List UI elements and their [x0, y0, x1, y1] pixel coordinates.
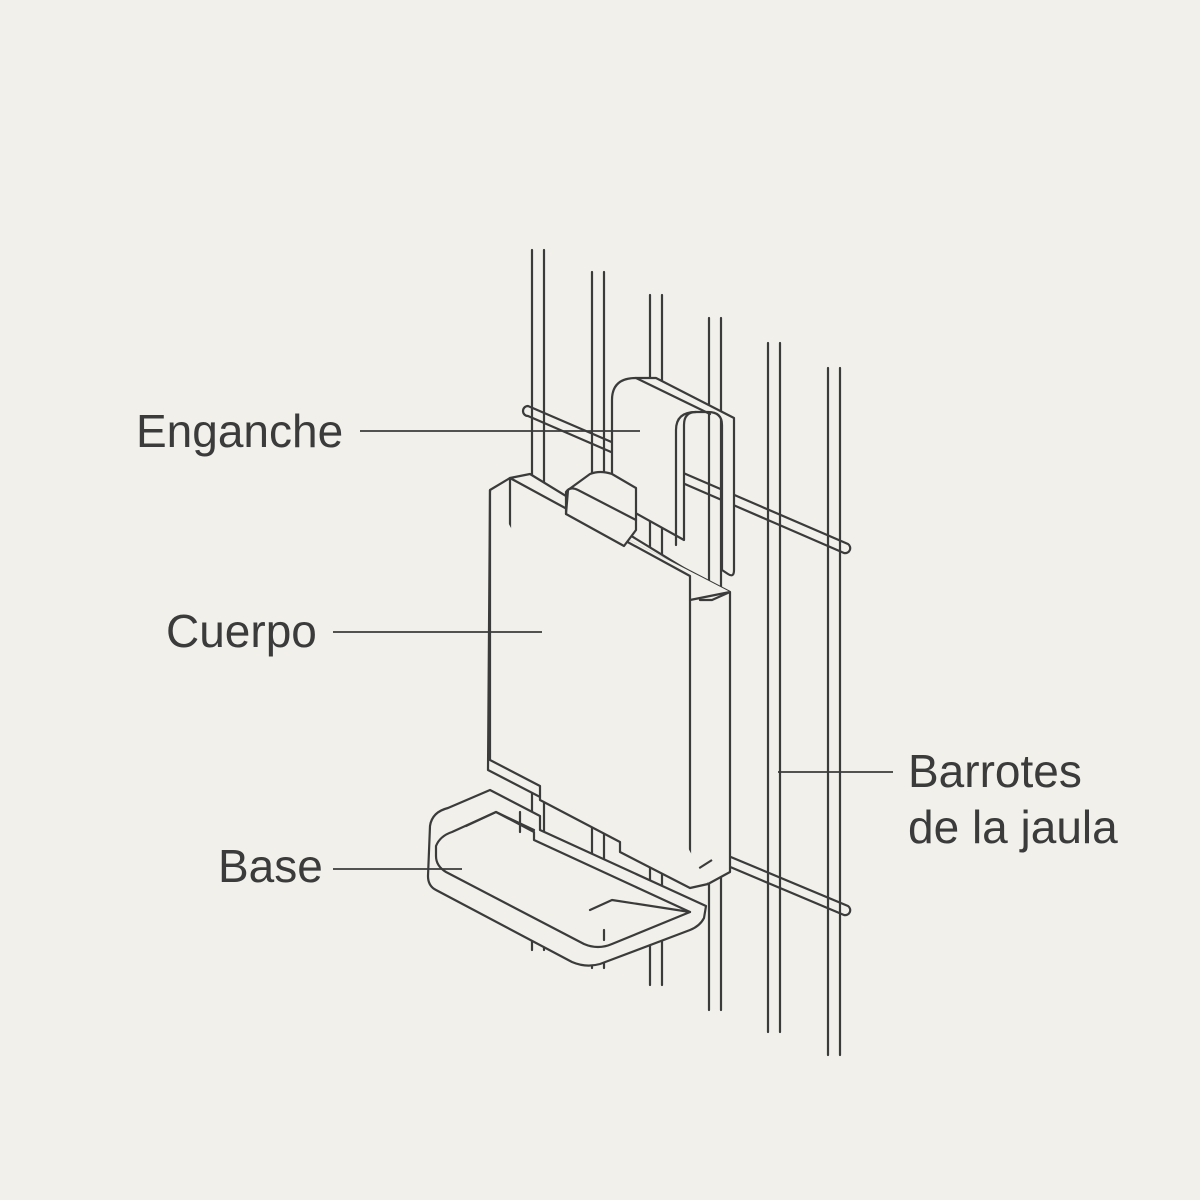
- label-cage-bars-line1: Barrotes: [908, 745, 1082, 797]
- label-body: Cuerpo: [166, 605, 317, 657]
- cage-crossbars: [521, 404, 852, 917]
- label-base: Base: [218, 840, 323, 892]
- base-part: [426, 788, 708, 967]
- body-part: [486, 470, 732, 890]
- hook-part: [610, 376, 736, 577]
- label-cage-bars: Barrotes de la jaula: [908, 743, 1118, 855]
- leader-lines: [333, 430, 893, 870]
- label-hook: Enganche: [136, 405, 344, 457]
- label-cage-bars-line2: de la jaula: [908, 801, 1118, 853]
